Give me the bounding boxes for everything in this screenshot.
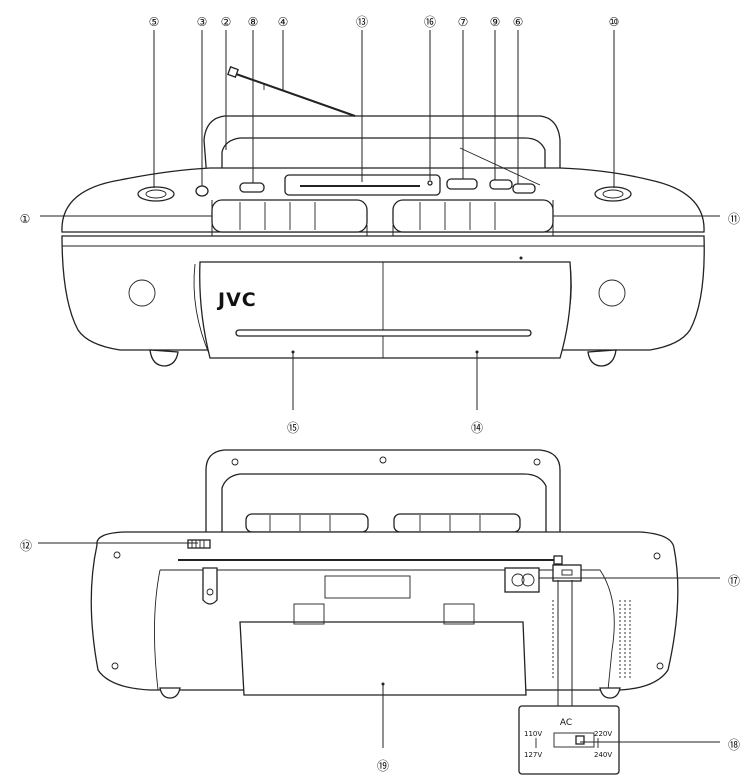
callout-8: ⑧	[248, 15, 259, 29]
cd-button-center	[446, 178, 478, 190]
callout-16: ⑯	[424, 15, 436, 29]
callout-6: ⑥	[513, 15, 524, 29]
small-button	[195, 185, 209, 197]
carry-handle-front	[203, 115, 561, 193]
cd-button-right-b	[512, 183, 536, 194]
top-knob-left	[137, 186, 175, 202]
speaker-left-logo	[128, 279, 156, 307]
callout-7: ⑦	[458, 15, 469, 29]
top-knob-right	[594, 186, 632, 202]
cd-button-right-a	[489, 179, 513, 190]
front-view: JVC	[61, 66, 705, 367]
brand-logo: JVC	[216, 289, 257, 311]
cassette-keys-right	[392, 199, 554, 233]
cd-button-left	[239, 182, 265, 193]
callout-2: ②	[221, 15, 232, 29]
rear-view: AC 110V 127V 220V 240V	[90, 449, 679, 775]
speaker-panel-left	[193, 263, 211, 357]
voltage-low-top: 110V	[524, 730, 542, 738]
voltage-selector-detail: AC 110V 127V 220V 240V	[518, 705, 620, 775]
door-handle-slot	[235, 329, 532, 337]
callout-15: ⑮	[287, 421, 299, 435]
callout-11: ⑪	[728, 212, 740, 226]
carry-handle-rear	[205, 449, 561, 537]
callout-19: ⑲	[377, 759, 389, 773]
callouts: ⑤ ③ ② ⑧ ④ ⑬ ⑯ ⑦ ⑨ ⑥ ⑩ ① ⑪ ⑮ ⑭ ⑫ ⑰ ⑱ ⑲	[20, 15, 740, 773]
telescopic-antenna	[235, 73, 356, 117]
rear-inner-panel	[153, 569, 615, 691]
vent-grille	[552, 600, 631, 680]
volume-wheel	[187, 539, 211, 549]
speaker-right-logo	[598, 279, 626, 307]
callout-13: ⑬	[356, 15, 368, 29]
voltage-high-top: 220V	[594, 730, 612, 738]
callout-9: ⑨	[490, 15, 501, 29]
voltage-switch-housing	[552, 564, 582, 582]
battery-cover	[239, 621, 527, 696]
rear-label-plate	[324, 575, 411, 599]
voltage-low-bottom: 127V	[524, 751, 542, 759]
callout-17: ⑰	[728, 574, 740, 588]
callout-1: ①	[20, 212, 31, 226]
callout-5: ⑤	[149, 15, 160, 29]
callout-3: ③	[197, 15, 208, 29]
callout-4: ④	[278, 15, 289, 29]
callout-12: ⑫	[20, 539, 32, 553]
callout-10: ⑩	[609, 15, 620, 29]
voltage-high-bottom: 240V	[594, 751, 612, 759]
callout-14: ⑭	[471, 421, 483, 435]
callout-18: ⑱	[728, 738, 740, 752]
foot-right	[587, 349, 617, 367]
foot-left	[149, 349, 179, 367]
antenna-tip	[227, 66, 239, 78]
cassette-keys-left	[211, 199, 368, 233]
voltage-title: AC	[560, 718, 572, 728]
indicator-led	[427, 180, 433, 186]
